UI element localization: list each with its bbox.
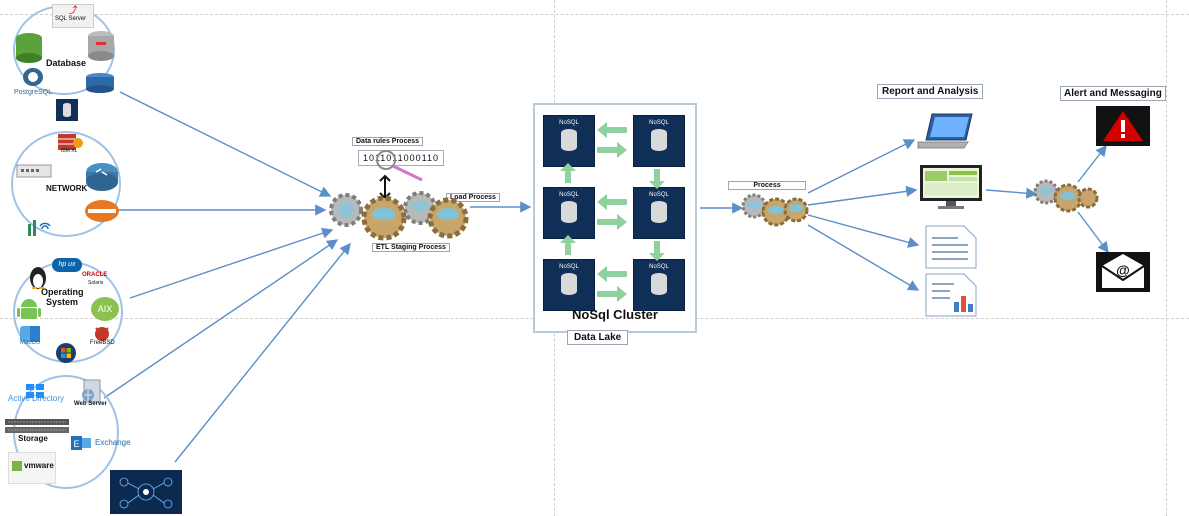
etl-gears-icon [329,191,469,241]
network-title: NETWORK [46,184,88,193]
arrow-to-alert [1077,144,1107,183]
oracle-icon: ORACLE [82,272,108,278]
db-node-icon [56,99,78,121]
linux-icon [30,267,46,289]
double-arrow-icon [379,174,391,200]
arrow-process-to-report [807,224,920,291]
arrow-database-to-etl [119,91,332,197]
vmware-icon: vmware [8,452,56,484]
os-title-line1: Operating [41,287,84,297]
active-directory-icon [26,384,44,398]
wireless-icon [28,220,51,236]
freebsd-icon [95,327,109,341]
nosql-node: NoSQL [633,259,685,311]
exchange-label: Exchange [95,438,131,447]
laptop-icon [917,113,973,149]
arrow-os-to-etl [129,227,334,299]
aix-label: AIX [98,304,113,314]
nosql-node: NoSQL [633,187,685,239]
postgresql-icon [23,68,43,86]
nosql-node: NoSQL [543,187,595,239]
network-ring [11,131,121,237]
alert-messaging-label: Alert and Messaging [1060,86,1166,101]
vmware-label: vmware [24,461,54,470]
iot-network-image [110,470,182,514]
database-title: Database [46,58,87,68]
postgresql-label: PostgreSQL [14,89,53,96]
document-icon [925,225,977,269]
replication-arrows [560,122,665,302]
etl-staging-label: ETL Staging Process [372,243,450,252]
arrow-to-email [1077,211,1109,254]
guide-line [1166,0,1167,516]
finder-icon [20,326,40,342]
firewall-icon [58,134,83,150]
router-icon [86,163,118,191]
gateway-icon [85,200,119,222]
windows-icon [56,343,76,363]
email-icon: @ [1096,252,1150,292]
magnifier-icon [376,150,423,182]
active-directory-label: Active Directory [8,394,65,403]
data-lake-label: Data Lake [567,330,629,345]
android-icon [17,299,41,319]
arrow-dashboard-to-alert-process [985,187,1038,199]
storage-icon [5,419,69,433]
nosql-node: NoSQL [543,259,595,311]
load-process-label: Load Process [446,193,500,202]
solaris-label: Solaris [88,280,104,286]
guide-line [0,14,1189,15]
svg-text:E: E [73,439,79,449]
switch-icon [16,164,52,178]
arrow-process-to-laptop [807,139,916,194]
web-server-icon [82,379,101,403]
sql-server-label: SQL Server [55,16,87,22]
arrow-iot-to-etl [174,242,351,463]
arrow-process-to-document [807,214,920,248]
green-database-icon [16,33,42,63]
report-chart-icon [925,273,977,317]
firewall-label: IBM XL [61,148,78,154]
aix-icon: AIX [91,297,119,321]
hp-ux-icon: hp ux [52,258,82,272]
arrow-process-to-dashboard [807,185,918,206]
freebsd-label: FreeBSD [90,340,115,346]
data-rules-label: Data rules Process [352,137,424,146]
nosql-node: NoSQL [633,115,685,167]
report-analysis-label: Report and Analysis [877,84,984,99]
process-label: Process [728,181,806,190]
exchange-icon: E [71,436,91,450]
alert-warning-icon [1096,106,1150,146]
process-gears-icon [741,193,809,227]
dashboard-monitor-icon [920,165,982,209]
nosql-cluster-title: NoSql Cluster [572,307,658,322]
web-server-label: Web Server [74,401,107,407]
sql-server-icon: ⤴ SQL Server [52,4,94,28]
alert-process-gears-icon [1033,179,1099,213]
storage-label: Storage [18,434,48,443]
arrow-infra-to-etl [103,239,339,399]
macos-label: MacOS [20,340,41,346]
svg-text:@: @ [1116,262,1130,278]
grey-database-icon [88,31,114,61]
os-title-line2: System [46,297,79,307]
blue-database-icon [86,73,114,93]
nosql-cluster-panel: NoSQL NoSQL NoSQL NoSQL NoSQL NoSQL NoSq… [533,103,697,333]
